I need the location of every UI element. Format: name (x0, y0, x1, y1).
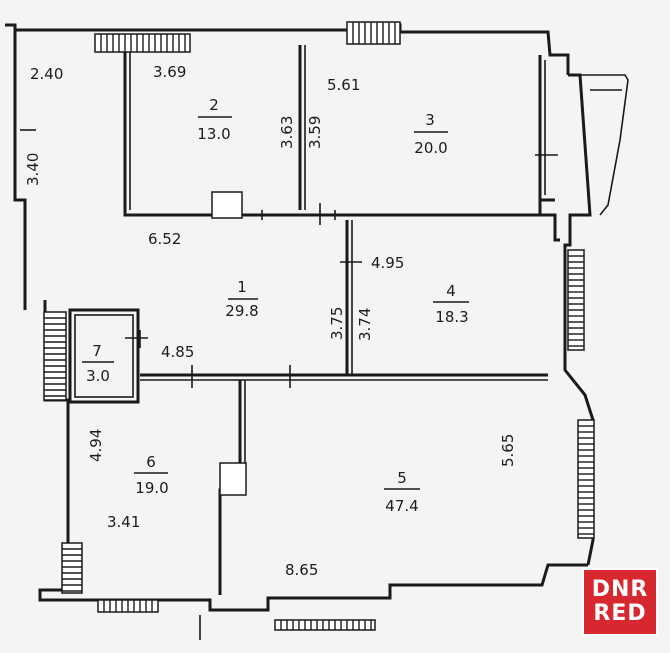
window-top-right (346, 21, 401, 45)
dimension-labels: 2.40 3.40 3.69 3.63 3.59 5.61 6.52 3.75 … (24, 63, 517, 579)
dim-room5-width: 8.65 (285, 561, 318, 579)
dim-room3-width: 5.61 (327, 76, 360, 94)
dim-room2-width: 3.69 (153, 63, 186, 81)
room-7-area: 3.0 (86, 367, 110, 385)
room-2-area: 13.0 (197, 125, 230, 143)
window-right-1 (567, 249, 585, 351)
dim-room3-depth: 3.59 (306, 116, 324, 149)
window-hatching (44, 22, 594, 630)
room-6-area: 19.0 (135, 479, 168, 497)
room-5-number: 5 (397, 469, 407, 487)
outer-walls (5, 23, 629, 612)
room-7-number: 7 (92, 342, 102, 360)
room-1-area: 29.8 (225, 302, 258, 320)
dim-room5-depth: 5.65 (499, 434, 517, 467)
room-2-number: 2 (209, 96, 219, 114)
pillar (219, 462, 247, 496)
window-left (43, 311, 67, 401)
dim-room4-depth: 3.74 (356, 308, 374, 341)
room-1-number: 1 (237, 278, 247, 296)
dimension-ticks (20, 129, 558, 640)
interior-walls (123, 45, 560, 595)
window-bottom-2 (274, 619, 376, 631)
watermark-line-1: DNR (591, 577, 649, 602)
dim-corridor-top: 2.40 (30, 65, 63, 83)
room-4-area: 18.3 (435, 308, 468, 326)
dim-room2-depth: 3.63 (278, 116, 296, 149)
room-labels: 1 29.8 2 13.0 3 20.0 4 18.3 5 47.4 6 19.… (82, 96, 469, 515)
room-6-number: 6 (146, 453, 156, 471)
watermark-line-2: RED (593, 601, 647, 626)
room-5-area: 47.4 (385, 497, 418, 515)
dim-room7-width: 4.85 (161, 343, 194, 361)
dim-room1-width: 6.52 (148, 230, 181, 248)
dim-room6-width: 3.41 (107, 513, 140, 531)
dim-room1-depth: 3.75 (328, 307, 346, 340)
dim-room4-width: 4.95 (371, 254, 404, 272)
dim-corridor-side: 3.40 (24, 153, 42, 186)
dim-room6-depth: 4.94 (87, 429, 105, 462)
room-7-box (68, 308, 148, 404)
room-3-number: 3 (425, 111, 435, 129)
watermark-logo: DNR RED (582, 568, 658, 636)
pillar (211, 191, 243, 219)
room-4-number: 4 (446, 282, 456, 300)
room-3-area: 20.0 (414, 139, 447, 157)
